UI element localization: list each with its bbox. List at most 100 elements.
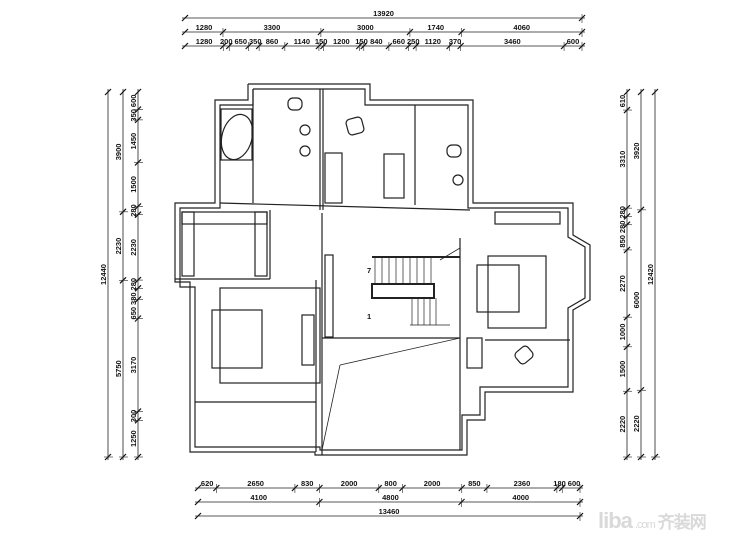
- dimension-tick: [637, 88, 645, 96]
- dimension-tick: [181, 42, 189, 50]
- wall: [219, 202, 471, 211]
- dimension-label: 610: [618, 95, 627, 108]
- dimension-label: 370: [449, 37, 462, 46]
- dimension-label: 2220: [618, 416, 627, 433]
- dimension-tick: [181, 14, 189, 22]
- closet: [466, 337, 483, 369]
- dimension-tick: [194, 484, 202, 492]
- dimension-label: 5750: [114, 360, 123, 377]
- dimension-label: 380: [129, 292, 138, 305]
- dimension-tick: [194, 512, 202, 520]
- bed-left: [219, 287, 321, 384]
- wardrobe: [181, 211, 268, 225]
- bed-right: [487, 255, 547, 329]
- dimension-label: 280: [618, 221, 627, 234]
- dimension-label: 4100: [250, 493, 267, 502]
- cabinet: [324, 152, 343, 204]
- dimension-label: 4800: [382, 493, 399, 502]
- dimension-label: 3920: [632, 143, 641, 160]
- void-line: [321, 364, 341, 451]
- dimension-label: 3300: [264, 23, 281, 32]
- dimension-label: 1280: [196, 37, 213, 46]
- dimension-label: 3460: [504, 37, 521, 46]
- dimension-label: 600: [568, 479, 581, 488]
- closet: [324, 254, 334, 338]
- void-line: [339, 337, 461, 366]
- watermark-domain: .com: [634, 519, 656, 531]
- dimension-label: 280: [129, 204, 138, 217]
- dimension-tick: [651, 88, 659, 96]
- chair: [345, 116, 365, 136]
- dimension-label: 1450: [129, 133, 138, 150]
- dimension-label: 800: [384, 479, 397, 488]
- watermark-cn: 齐装网: [657, 513, 707, 532]
- dimension-label: 1500: [618, 361, 627, 378]
- dimension-label: 150: [355, 37, 368, 46]
- dimension-label: 2270: [618, 275, 627, 292]
- sink: [299, 145, 311, 157]
- dimension-label: 2650: [247, 479, 264, 488]
- dimension-label: 3000: [357, 23, 374, 32]
- dimension-label: 1200: [333, 37, 350, 46]
- watermark-brand: liba: [598, 508, 633, 533]
- bed-right-mattress: [476, 264, 520, 313]
- bathtub: [220, 113, 254, 161]
- dimension-label: 650: [129, 307, 138, 320]
- wardrobe: [494, 211, 561, 225]
- dimension-label: 860: [266, 37, 279, 46]
- dimension-tick: [623, 88, 631, 96]
- toilet: [446, 144, 462, 158]
- tv-cabinet: [301, 314, 315, 366]
- wardrobe: [181, 211, 195, 277]
- armchair: [514, 345, 534, 365]
- sofa: [383, 153, 405, 199]
- bathtub-frame: [220, 108, 253, 161]
- dimension-label: 600: [129, 95, 138, 108]
- dimension-label: 1140: [294, 37, 310, 46]
- dimension-label: 2220: [632, 415, 641, 432]
- dimension-tick: [181, 28, 189, 36]
- dimension-label: 350: [249, 37, 262, 46]
- dimension-label: 1250: [129, 430, 138, 447]
- dimension-label: 280: [618, 206, 627, 219]
- dimension-label: 250: [407, 37, 420, 46]
- dimension-label: 4000: [512, 493, 529, 502]
- dimension-label: 12440: [99, 264, 108, 285]
- dimension-label: 2000: [341, 479, 358, 488]
- stair-label-up: 7: [367, 266, 371, 275]
- dimension-tick: [104, 88, 112, 96]
- dimension-label: 300: [129, 410, 138, 423]
- dimension-label: 2000: [424, 479, 441, 488]
- dimension-label: 840: [370, 37, 383, 46]
- inner-wall: [179, 88, 586, 451]
- dimension-label: 2360: [514, 479, 531, 488]
- dimension-label: 650: [235, 37, 248, 46]
- dimension-label: 1740: [427, 23, 444, 32]
- dimension-label: 2230: [114, 238, 123, 255]
- dimension-label: 13460: [379, 507, 400, 516]
- dimension-label: 350: [129, 109, 138, 122]
- dimension-label: 280: [129, 278, 138, 291]
- dimension-label: 150: [315, 37, 328, 46]
- dimension-label: 1120: [425, 37, 441, 46]
- dimension-label: 3170: [129, 357, 138, 374]
- dimension-label: 850: [618, 235, 627, 248]
- dimension-label: 4060: [513, 23, 530, 32]
- stair-steps: [374, 258, 437, 325]
- stair-label-down: 1: [367, 312, 371, 321]
- dimension-label: 6000: [632, 292, 641, 309]
- walls: [174, 83, 591, 456]
- stair-well: [371, 283, 435, 299]
- dimension-label: 830: [301, 479, 314, 488]
- sink: [452, 174, 464, 186]
- dimension-label: 3310: [618, 151, 627, 168]
- staircase: [321, 247, 461, 451]
- dimension-label: 1500: [129, 176, 138, 193]
- dimension-label: 180: [553, 479, 566, 488]
- wardrobe: [254, 211, 268, 277]
- dimension-label: 600: [567, 37, 580, 46]
- stair-edge: [439, 247, 461, 261]
